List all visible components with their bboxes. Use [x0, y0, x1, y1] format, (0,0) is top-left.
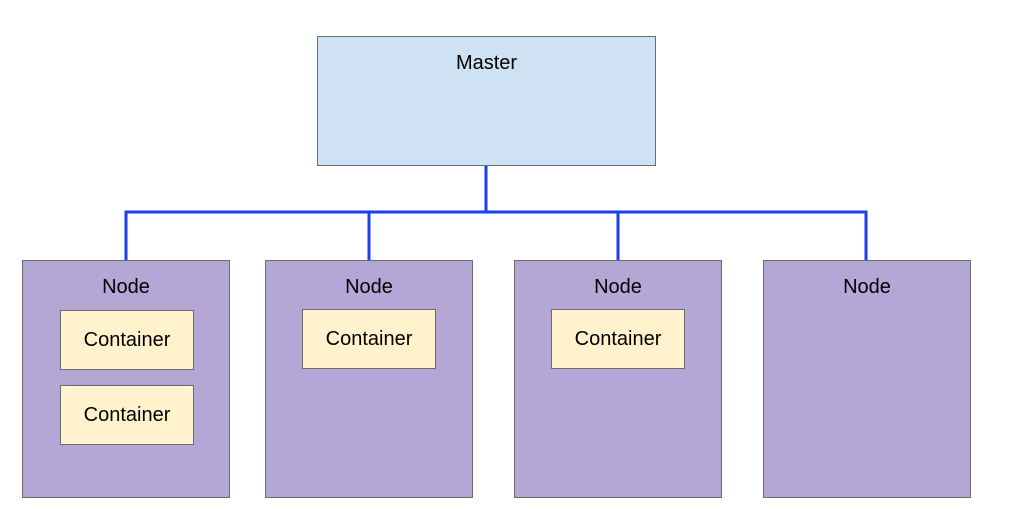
container-box: Container [302, 309, 436, 369]
container-box: Container [60, 385, 194, 445]
container-box: Container [60, 310, 194, 370]
node-box-1: Node Container Container [22, 260, 230, 498]
node-label: Node [843, 276, 891, 298]
node-box-3: Node Container [514, 260, 722, 498]
node-label: Node [345, 276, 393, 298]
container-label: Container [574, 328, 662, 350]
node-label: Node [102, 276, 150, 298]
master-box: Master [317, 36, 656, 166]
container-box: Container [551, 309, 685, 369]
container-label: Container [83, 404, 171, 426]
node-box-4: Node [763, 260, 971, 498]
node-label: Node [594, 276, 642, 298]
master-label: Master [455, 52, 518, 74]
container-label: Container [325, 328, 413, 350]
container-label: Container [83, 329, 171, 351]
node-box-2: Node Container [265, 260, 473, 498]
